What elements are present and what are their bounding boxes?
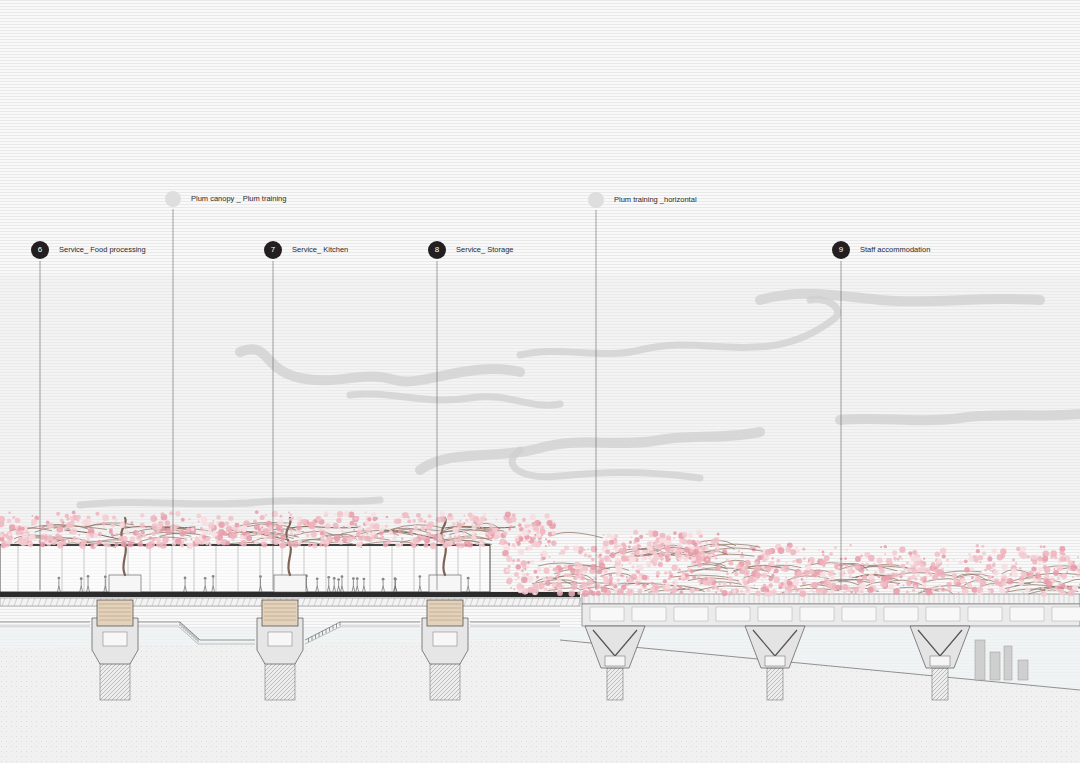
callout-number: 6 Service_ Food processing xyxy=(31,240,148,260)
callout-number: 6 xyxy=(38,246,42,254)
callout-number: 7 xyxy=(271,246,275,254)
callout-label: Plum training _horizontal xyxy=(614,196,697,204)
callout-circle: 6 xyxy=(31,241,49,259)
callout-marker: Plum canopy _ Plum training xyxy=(165,189,289,209)
callout-circle: 9 xyxy=(832,241,850,259)
callout-number: 9 Staff accommodation xyxy=(832,240,933,260)
callout-number: 9 xyxy=(839,246,843,254)
callout-number: 8 Service_ Storage xyxy=(428,240,516,260)
callout-number: 7 Service_ Kitchen xyxy=(264,240,351,260)
leader-lines xyxy=(40,209,841,590)
mist-band xyxy=(0,275,1080,535)
callout-marker: Plum training _horizontal xyxy=(588,190,699,210)
callout-label: Service_ Storage xyxy=(456,246,514,254)
callout-circle xyxy=(165,191,181,207)
water-line xyxy=(560,640,1080,690)
callout-label: Service_ Food processing xyxy=(59,246,146,254)
callout-circle xyxy=(588,192,604,208)
callout-label: Plum canopy _ Plum training xyxy=(191,195,286,203)
callout-circle: 8 xyxy=(428,241,446,259)
plum-horizontal xyxy=(502,542,1080,597)
callout-label: Service_ Kitchen xyxy=(292,246,348,254)
plum-canopy xyxy=(0,510,603,549)
callout-number: 8 xyxy=(435,246,439,254)
callout-circle: 7 xyxy=(264,241,282,259)
cloud-swirls xyxy=(80,294,1080,505)
building-section xyxy=(0,518,1080,700)
plum-canopy-crown xyxy=(599,530,763,563)
callout-label: Staff accommodation xyxy=(860,246,930,254)
